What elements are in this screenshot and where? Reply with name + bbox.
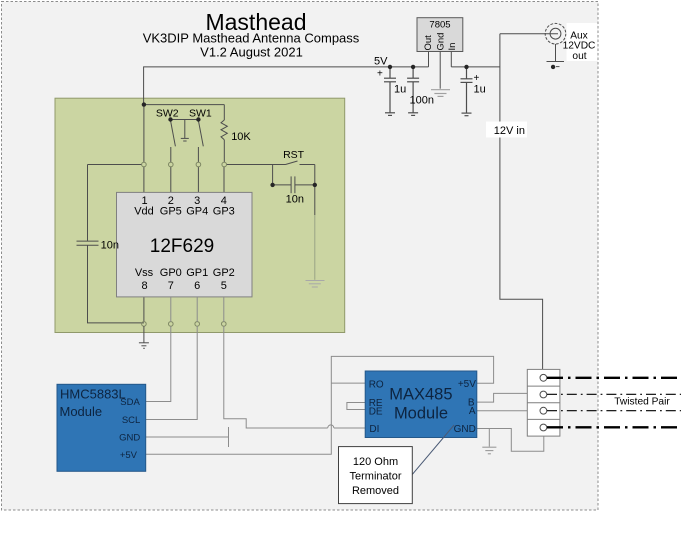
- svg-text:GND: GND: [119, 433, 140, 444]
- svg-text:120 Ohm: 120 Ohm: [353, 456, 398, 468]
- svg-text:SW1: SW1: [189, 108, 212, 120]
- svg-text:GP0: GP0: [160, 267, 182, 279]
- svg-text:7805: 7805: [429, 20, 450, 31]
- svg-text:Masthead: Masthead: [205, 9, 306, 35]
- svg-text:10K: 10K: [231, 131, 251, 143]
- svg-text:VK3DIP Masthead Antenna Compas: VK3DIP Masthead Antenna Compass: [143, 31, 360, 46]
- svg-text:Twisted Pair: Twisted Pair: [614, 396, 670, 407]
- svg-text:SCL: SCL: [122, 415, 140, 426]
- svg-text:RST: RST: [283, 149, 305, 161]
- svg-text:GND: GND: [454, 424, 476, 435]
- svg-text:2: 2: [168, 195, 174, 207]
- svg-text:100n: 100n: [410, 95, 434, 107]
- svg-text:In: In: [447, 43, 458, 51]
- svg-text:HMC5883L: HMC5883L: [60, 387, 126, 402]
- svg-text:RE: RE: [369, 398, 383, 409]
- svg-text:12VDC: 12VDC: [563, 41, 596, 52]
- svg-text:Aux: Aux: [570, 30, 588, 41]
- svg-text:GP3: GP3: [213, 206, 235, 218]
- svg-text:Out: Out: [423, 35, 434, 51]
- svg-text:DE: DE: [369, 406, 383, 417]
- svg-text:SW2: SW2: [156, 108, 179, 120]
- svg-text:10n: 10n: [286, 194, 304, 206]
- svg-text:Vss: Vss: [135, 267, 154, 279]
- svg-text:MAX485: MAX485: [389, 386, 452, 404]
- svg-text:B: B: [468, 397, 475, 408]
- svg-text:+5V: +5V: [120, 450, 138, 461]
- svg-text:DI: DI: [369, 424, 379, 435]
- svg-text:12F629: 12F629: [150, 236, 214, 257]
- svg-text:out: out: [572, 51, 586, 62]
- svg-text:GP5: GP5: [160, 206, 182, 218]
- svg-text:Vdd: Vdd: [134, 206, 154, 218]
- svg-text:1u: 1u: [474, 84, 486, 96]
- svg-text:4: 4: [221, 195, 227, 207]
- svg-text:Module: Module: [60, 404, 103, 419]
- svg-text:1: 1: [141, 195, 147, 207]
- svg-text:GP4: GP4: [186, 206, 208, 218]
- svg-text:A: A: [469, 406, 476, 417]
- svg-text:6: 6: [194, 280, 200, 292]
- svg-text:+5V: +5V: [458, 379, 476, 390]
- svg-text:SDA: SDA: [120, 397, 140, 408]
- svg-text:+: +: [474, 73, 480, 84]
- svg-text:5: 5: [221, 280, 227, 292]
- svg-text:GP1: GP1: [186, 267, 208, 279]
- svg-text:7: 7: [168, 280, 174, 292]
- svg-text:Module: Module: [394, 404, 448, 422]
- svg-text:RO: RO: [369, 380, 384, 391]
- svg-text:12V in: 12V in: [494, 125, 525, 137]
- svg-text:Gnd: Gnd: [435, 33, 446, 51]
- svg-text:GP2: GP2: [213, 267, 235, 279]
- svg-text:+: +: [377, 69, 383, 80]
- svg-text:3: 3: [194, 195, 200, 207]
- svg-text:10n: 10n: [101, 240, 119, 252]
- svg-text:Removed: Removed: [352, 485, 399, 497]
- svg-text:5V: 5V: [374, 56, 388, 68]
- svg-text:8: 8: [141, 280, 147, 292]
- svg-text:V1.2 August 2021: V1.2 August 2021: [200, 45, 303, 60]
- svg-text:Terminator: Terminator: [350, 470, 402, 482]
- svg-text:1u: 1u: [394, 84, 406, 96]
